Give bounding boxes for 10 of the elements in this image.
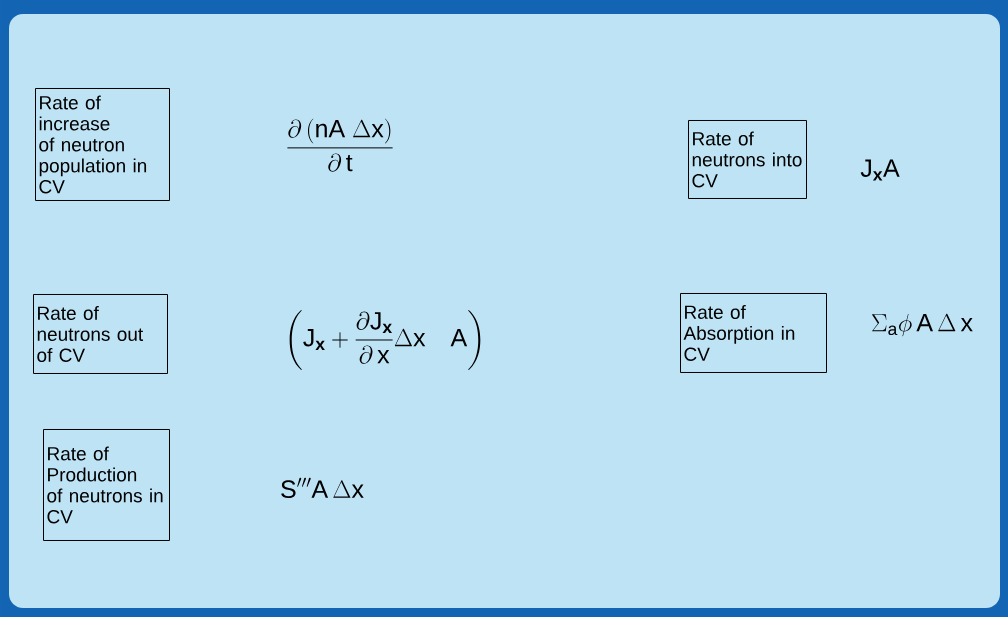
text-box: Rate of increase of neutron population in CV (35, 88, 170, 201)
text-box: Rate of neutrons into CV (688, 120, 807, 199)
formula: $\frac{\partial\,(\mathrm{nA}\ \Delta \mathrm{x})}{\partial\, \mathrm{t}}$ (287, 118, 393, 172)
formula: $\mathrm{S}'''\mathrm{A}\,\Delta \mathrm{x}$ (281, 477, 364, 499)
text-box: Rate of Production of neutrons in CV (43, 429, 170, 541)
formula: $\left(\mathrm{J}_{\mathbf{x}} + \frac{\partial \mathrm{J}_{\mathbf{x}}}{\partial\, \mathrm{x}}\Delta \mathrm{x}\quad \mathrm{A}\right)$ (289, 310, 481, 370)
text-box: Rate of Absorption in CV (680, 293, 827, 373)
text-box: Rate of neutrons out of CV (33, 294, 168, 374)
formula: $\Sigma_{\mathrm{a}}\phi\,\mathrm{A}\,\Delta\,\mathrm{x}$ (872, 313, 973, 337)
formula: $\mathrm{J}_{\mathbf{x}}\mathrm{A}$ (860, 159, 900, 181)
